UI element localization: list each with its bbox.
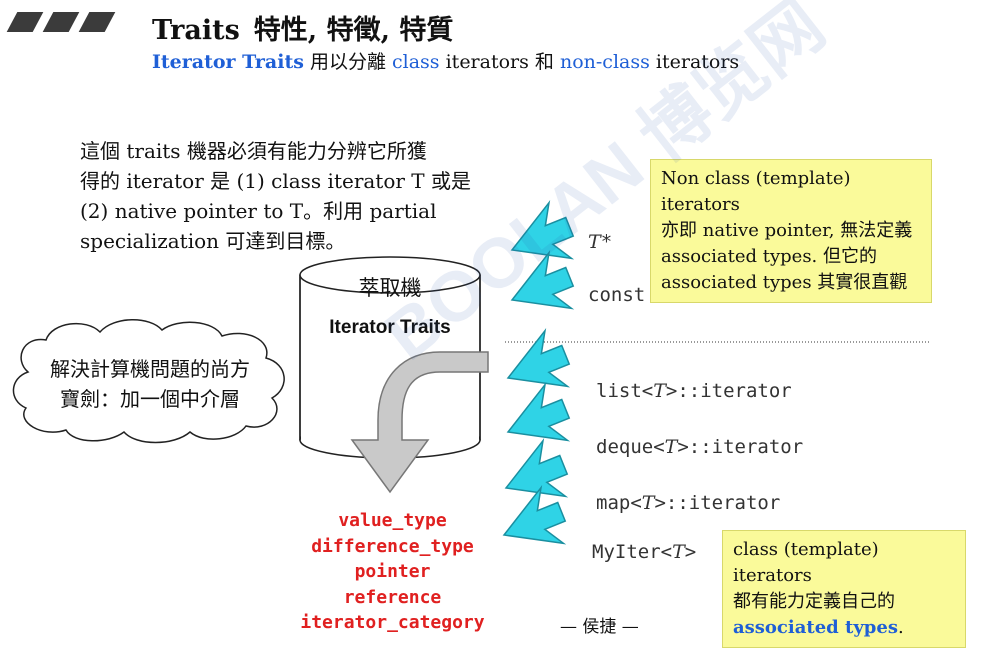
input-myiter: MyIter<T> bbox=[592, 541, 697, 563]
input-deque-iterator: deque<T>::iterator bbox=[596, 436, 804, 458]
note-line: class (template) iterators bbox=[733, 539, 879, 586]
slide-title: Traits 特性, 特徵, 特質 bbox=[152, 8, 453, 47]
intro-paragraph: 這個 traits 機器必須有能力分辨它所獲 得的 iterator 是 (1)… bbox=[80, 136, 500, 256]
intro-line: 這個 traits 機器必須有能力分辨它所獲 bbox=[80, 139, 427, 163]
subtitle-text-2: iterators 和 bbox=[439, 51, 560, 73]
note-line: Non class (template) iterators bbox=[661, 168, 851, 215]
note-line: 都有能力定義自己的 bbox=[733, 591, 895, 612]
output-reference: reference bbox=[343, 586, 442, 608]
cloud-line: 解決計算機問題的尚方 bbox=[50, 357, 250, 381]
note-line: 亦即 native pointer, 無法定義 bbox=[661, 220, 913, 241]
subtitle-text-1: 用以分離 bbox=[303, 51, 393, 73]
note-line: associated types. 但它的 bbox=[661, 246, 877, 267]
output-difference-type: difference_type bbox=[311, 535, 474, 557]
note-line: associated types 其實很直觀 bbox=[661, 272, 908, 293]
subtitle-non-class: non-class bbox=[559, 51, 650, 73]
output-value-type: value_type bbox=[338, 510, 447, 531]
output-pointer: pointer bbox=[354, 561, 431, 582]
subtitle-class: class bbox=[392, 51, 440, 73]
title-zh: 特性, 特徵, 特質 bbox=[253, 15, 454, 46]
curved-output-arrow bbox=[350, 351, 489, 494]
note-class: class (template) iterators 都有能力定義自己的 ass… bbox=[722, 530, 966, 648]
input-map-iterator: map<T>::iterator bbox=[596, 492, 781, 514]
output-iterator-category: iterator_category bbox=[300, 612, 485, 633]
title-en: Traits bbox=[152, 15, 240, 46]
note-non-class: Non class (template) iterators 亦即 native… bbox=[650, 159, 932, 303]
intro-line: 得的 iterator 是 (1) class iterator T 或是 bbox=[80, 169, 472, 193]
slide-subtitle: Iterator Traits 用以分離 class iterators 和 n… bbox=[152, 47, 739, 74]
cylinder-label: 萃取機 bbox=[358, 276, 422, 300]
intro-line: specialization 可達到目標。 bbox=[80, 229, 346, 253]
cylinder-title: Iterator Traits bbox=[329, 317, 451, 338]
cyan-arrow-3 bbox=[496, 326, 578, 407]
note-line: associated types. bbox=[733, 617, 904, 638]
input-list-iterator: list<T>::iterator bbox=[596, 380, 792, 402]
subtitle-iterator-traits: Iterator Traits bbox=[152, 51, 304, 73]
subtitle-text-3: iterators bbox=[649, 51, 740, 73]
input-pointer: T* bbox=[588, 231, 613, 253]
intro-line: (2) native pointer to T。利用 partial bbox=[80, 199, 437, 223]
associated-types-list: value_type difference_type pointer refer… bbox=[280, 508, 505, 636]
cloud-line: 寶劍：加一個中介層 bbox=[60, 387, 240, 411]
author-credit: — 侯捷 — bbox=[560, 617, 639, 637]
cloud-caption: 解決計算機問題的尚方 寶劍：加一個中介層 bbox=[14, 354, 286, 414]
cloud-shape bbox=[12, 319, 285, 444]
